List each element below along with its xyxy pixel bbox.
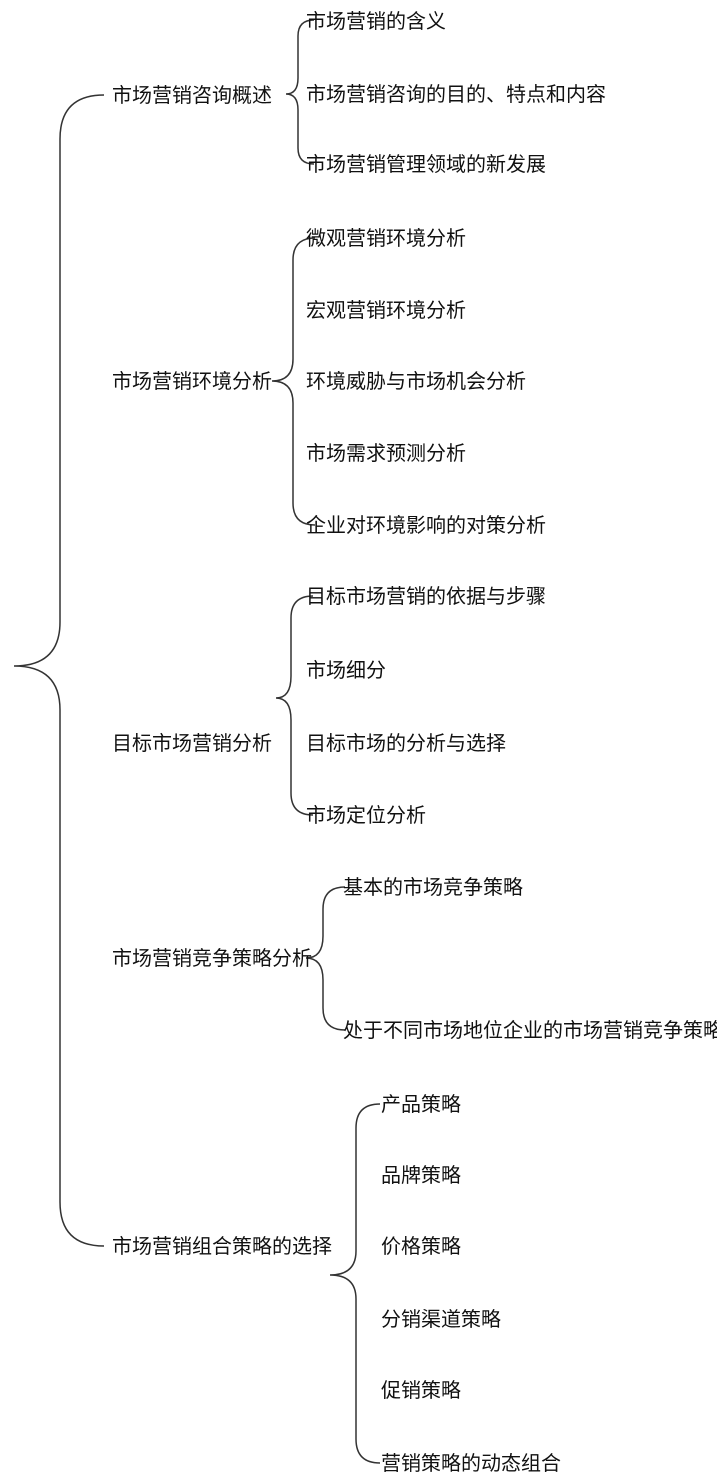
- leaf-macro-environment: 宏观营销环境分析: [306, 298, 466, 322]
- leaf-product-strategy: 产品策略: [381, 1092, 461, 1116]
- leaf-basic-competition: 基本的市场竞争策略: [343, 875, 523, 899]
- branch-label-target-market: 目标市场营销分析: [112, 731, 272, 755]
- leaf-segmentation: 市场细分: [306, 658, 386, 682]
- brace-competition: [305, 886, 346, 1031]
- leaf-target-basis-steps: 目标市场营销的依据与步骤: [306, 584, 546, 608]
- leaf-threat-opportunity: 环境威胁与市场机会分析: [306, 369, 526, 393]
- root-brace: [13, 94, 105, 1247]
- leaf-brand-strategy: 品牌策略: [381, 1163, 461, 1187]
- leaf-management-development: 市场营销管理领域的新发展: [306, 152, 546, 176]
- leaf-dynamic-mix: 营销策略的动态组合: [381, 1451, 561, 1475]
- branch-label-environment: 市场营销环境分析: [112, 369, 272, 393]
- branch-label-marketing-mix: 市场营销组合策略的选择: [112, 1234, 332, 1258]
- leaf-marketing-meaning: 市场营销的含义: [306, 9, 446, 33]
- branch-label-competition: 市场营销竞争策略分析: [112, 946, 312, 970]
- leaf-enterprise-response: 企业对环境影响的对策分析: [306, 513, 546, 537]
- brace-overview: [285, 19, 315, 165]
- brace-target-market: [275, 595, 314, 816]
- leaf-target-selection: 目标市场的分析与选择: [306, 731, 506, 755]
- branch-label-overview: 市场营销咨询概述: [112, 83, 272, 107]
- leaf-positioning: 市场定位分析: [306, 803, 426, 827]
- brace-environment: [271, 237, 316, 526]
- brace-marketing-mix: [329, 1103, 381, 1464]
- leaf-position-competition: 处于不同市场地位企业的市场营销竞争策略: [343, 1018, 717, 1042]
- leaf-demand-forecast: 市场需求预测分析: [306, 441, 466, 465]
- leaf-micro-environment: 微观营销环境分析: [306, 226, 466, 250]
- leaf-price-strategy: 价格策略: [381, 1234, 461, 1258]
- leaf-consulting-purpose: 市场营销咨询的目的、特点和内容: [306, 82, 606, 106]
- leaf-channel-strategy: 分销渠道策略: [381, 1307, 501, 1331]
- leaf-promotion-strategy: 促销策略: [381, 1378, 461, 1402]
